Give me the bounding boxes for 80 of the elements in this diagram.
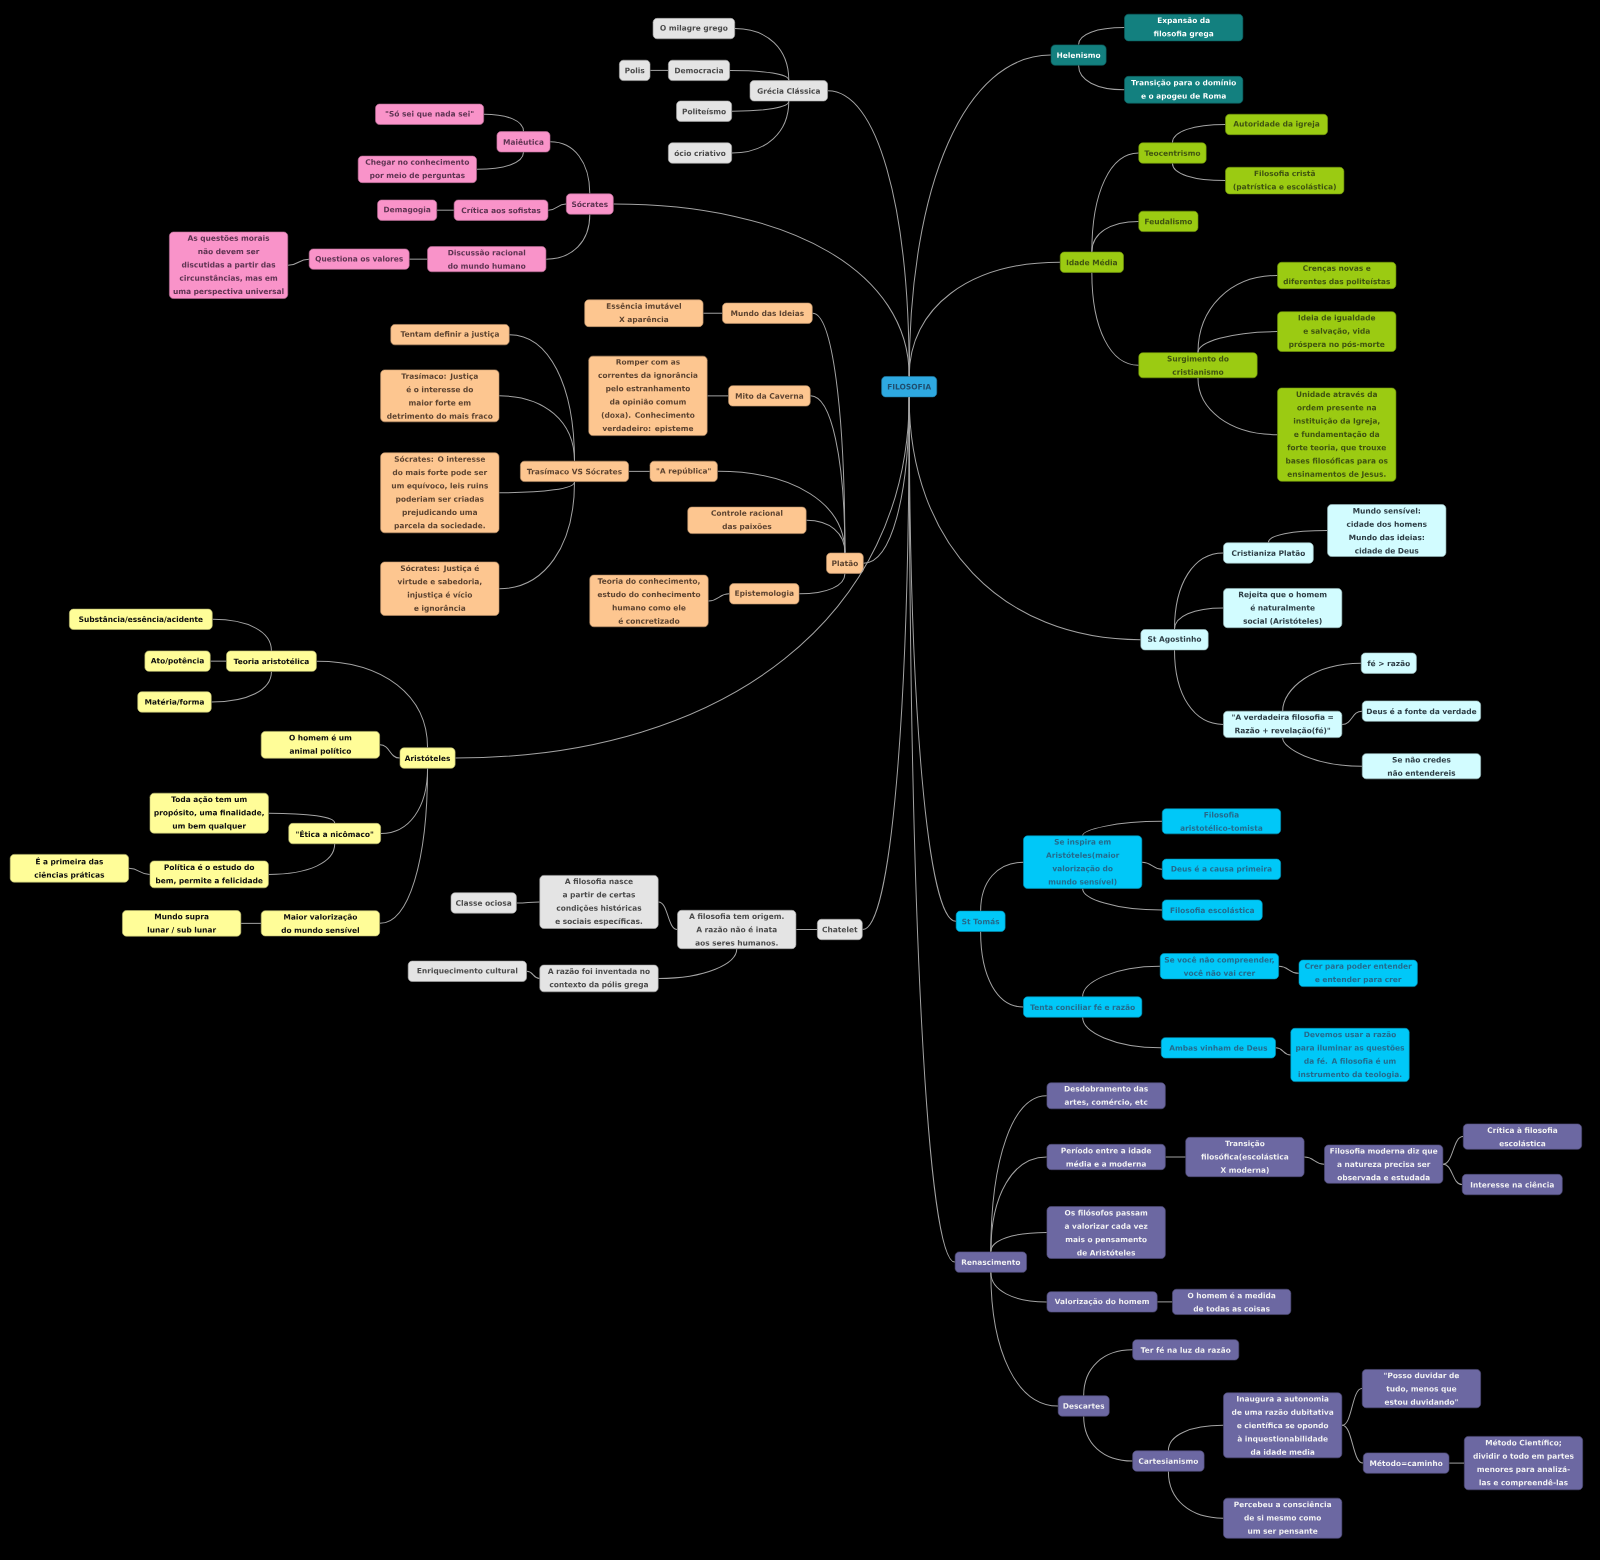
connector-line: [549, 141, 591, 195]
connector-line: [1082, 965, 1161, 997]
connector-line: [1442, 1136, 1464, 1165]
connector-line: [1448, 1462, 1465, 1464]
connector-line: [731, 100, 790, 112]
connector-line: [1082, 820, 1163, 837]
connector-line: [545, 214, 591, 260]
connector-line: [1282, 737, 1363, 767]
connector-line: [240, 922, 262, 924]
connector-line: [1082, 888, 1163, 911]
connector-line: [409, 258, 428, 260]
connector-line: [980, 861, 1024, 912]
connector-line: [268, 843, 336, 875]
connector-line: [795, 929, 818, 930]
connector-line: [316, 660, 429, 749]
connector-line: [210, 660, 227, 662]
connector-line: [1197, 274, 1278, 353]
connector-line: [1174, 607, 1224, 630]
connector-line: [379, 744, 401, 759]
connector-line: [1341, 1388, 1363, 1426]
connector-line: [1141, 861, 1163, 870]
connector-line: [483, 113, 524, 132]
connector-line: [1174, 649, 1224, 725]
connector-line: [1083, 1415, 1133, 1462]
connector-line: [1341, 710, 1363, 725]
connector-line: [1275, 1047, 1292, 1056]
connector-line: [268, 812, 336, 824]
connector-line: [1442, 1163, 1463, 1186]
connector-line: [1091, 272, 1139, 366]
connector-line: [613, 203, 910, 377]
connector-line: [798, 573, 846, 595]
connector-line: [1197, 377, 1278, 436]
connector-line: [990, 1232, 1048, 1253]
connector-line: [128, 867, 151, 875]
connector-line: [379, 768, 429, 924]
connector-line: [287, 258, 310, 266]
connector-line: [649, 69, 669, 71]
connector-line: [547, 203, 567, 211]
connector-line: [908, 261, 1061, 377]
connector-line: [1082, 1017, 1162, 1049]
connector-line: [1167, 1424, 1224, 1452]
connector-line: [731, 100, 790, 154]
connector-line: [1091, 220, 1139, 253]
connector-line: [1197, 331, 1278, 353]
connector-line: [657, 948, 738, 979]
connector-line: [702, 312, 723, 314]
connector-line: [980, 931, 1024, 1008]
connector-line: [1083, 1349, 1133, 1396]
connector-line: [516, 901, 540, 904]
connector-line: [1282, 662, 1362, 712]
connector-line: [805, 519, 846, 554]
connector-line: [1171, 123, 1226, 144]
connector-line: [211, 671, 272, 703]
connector-line: [1167, 1471, 1224, 1519]
connector-line: [526, 970, 540, 979]
connector-line: [1303, 1156, 1325, 1165]
connector-line: [1278, 965, 1300, 974]
connector-line: [212, 618, 272, 652]
connector-line: [1078, 65, 1125, 91]
connector-line: [706, 395, 729, 397]
connector-line: [1165, 1156, 1186, 1158]
connector-line: [729, 69, 790, 81]
connector-line: [498, 481, 575, 494]
connector-line: [498, 395, 575, 462]
connector-line: [1171, 163, 1226, 182]
connector-line: [990, 1272, 1059, 1407]
connector-line: [708, 593, 730, 602]
connector-line: [810, 395, 846, 554]
connector-line: [454, 396, 910, 759]
connector-line: [476, 151, 524, 170]
connector-line: [1341, 1424, 1364, 1464]
connector-line: [436, 209, 455, 211]
connector-line: [1267, 530, 1328, 543]
connector-line: [628, 470, 651, 472]
connector-line: [498, 481, 575, 590]
connector-line: [734, 28, 790, 81]
connector-line: [908, 396, 956, 1263]
connector-line: [1156, 1301, 1173, 1303]
connector-line: [1078, 27, 1125, 46]
connector-line: [657, 901, 678, 930]
